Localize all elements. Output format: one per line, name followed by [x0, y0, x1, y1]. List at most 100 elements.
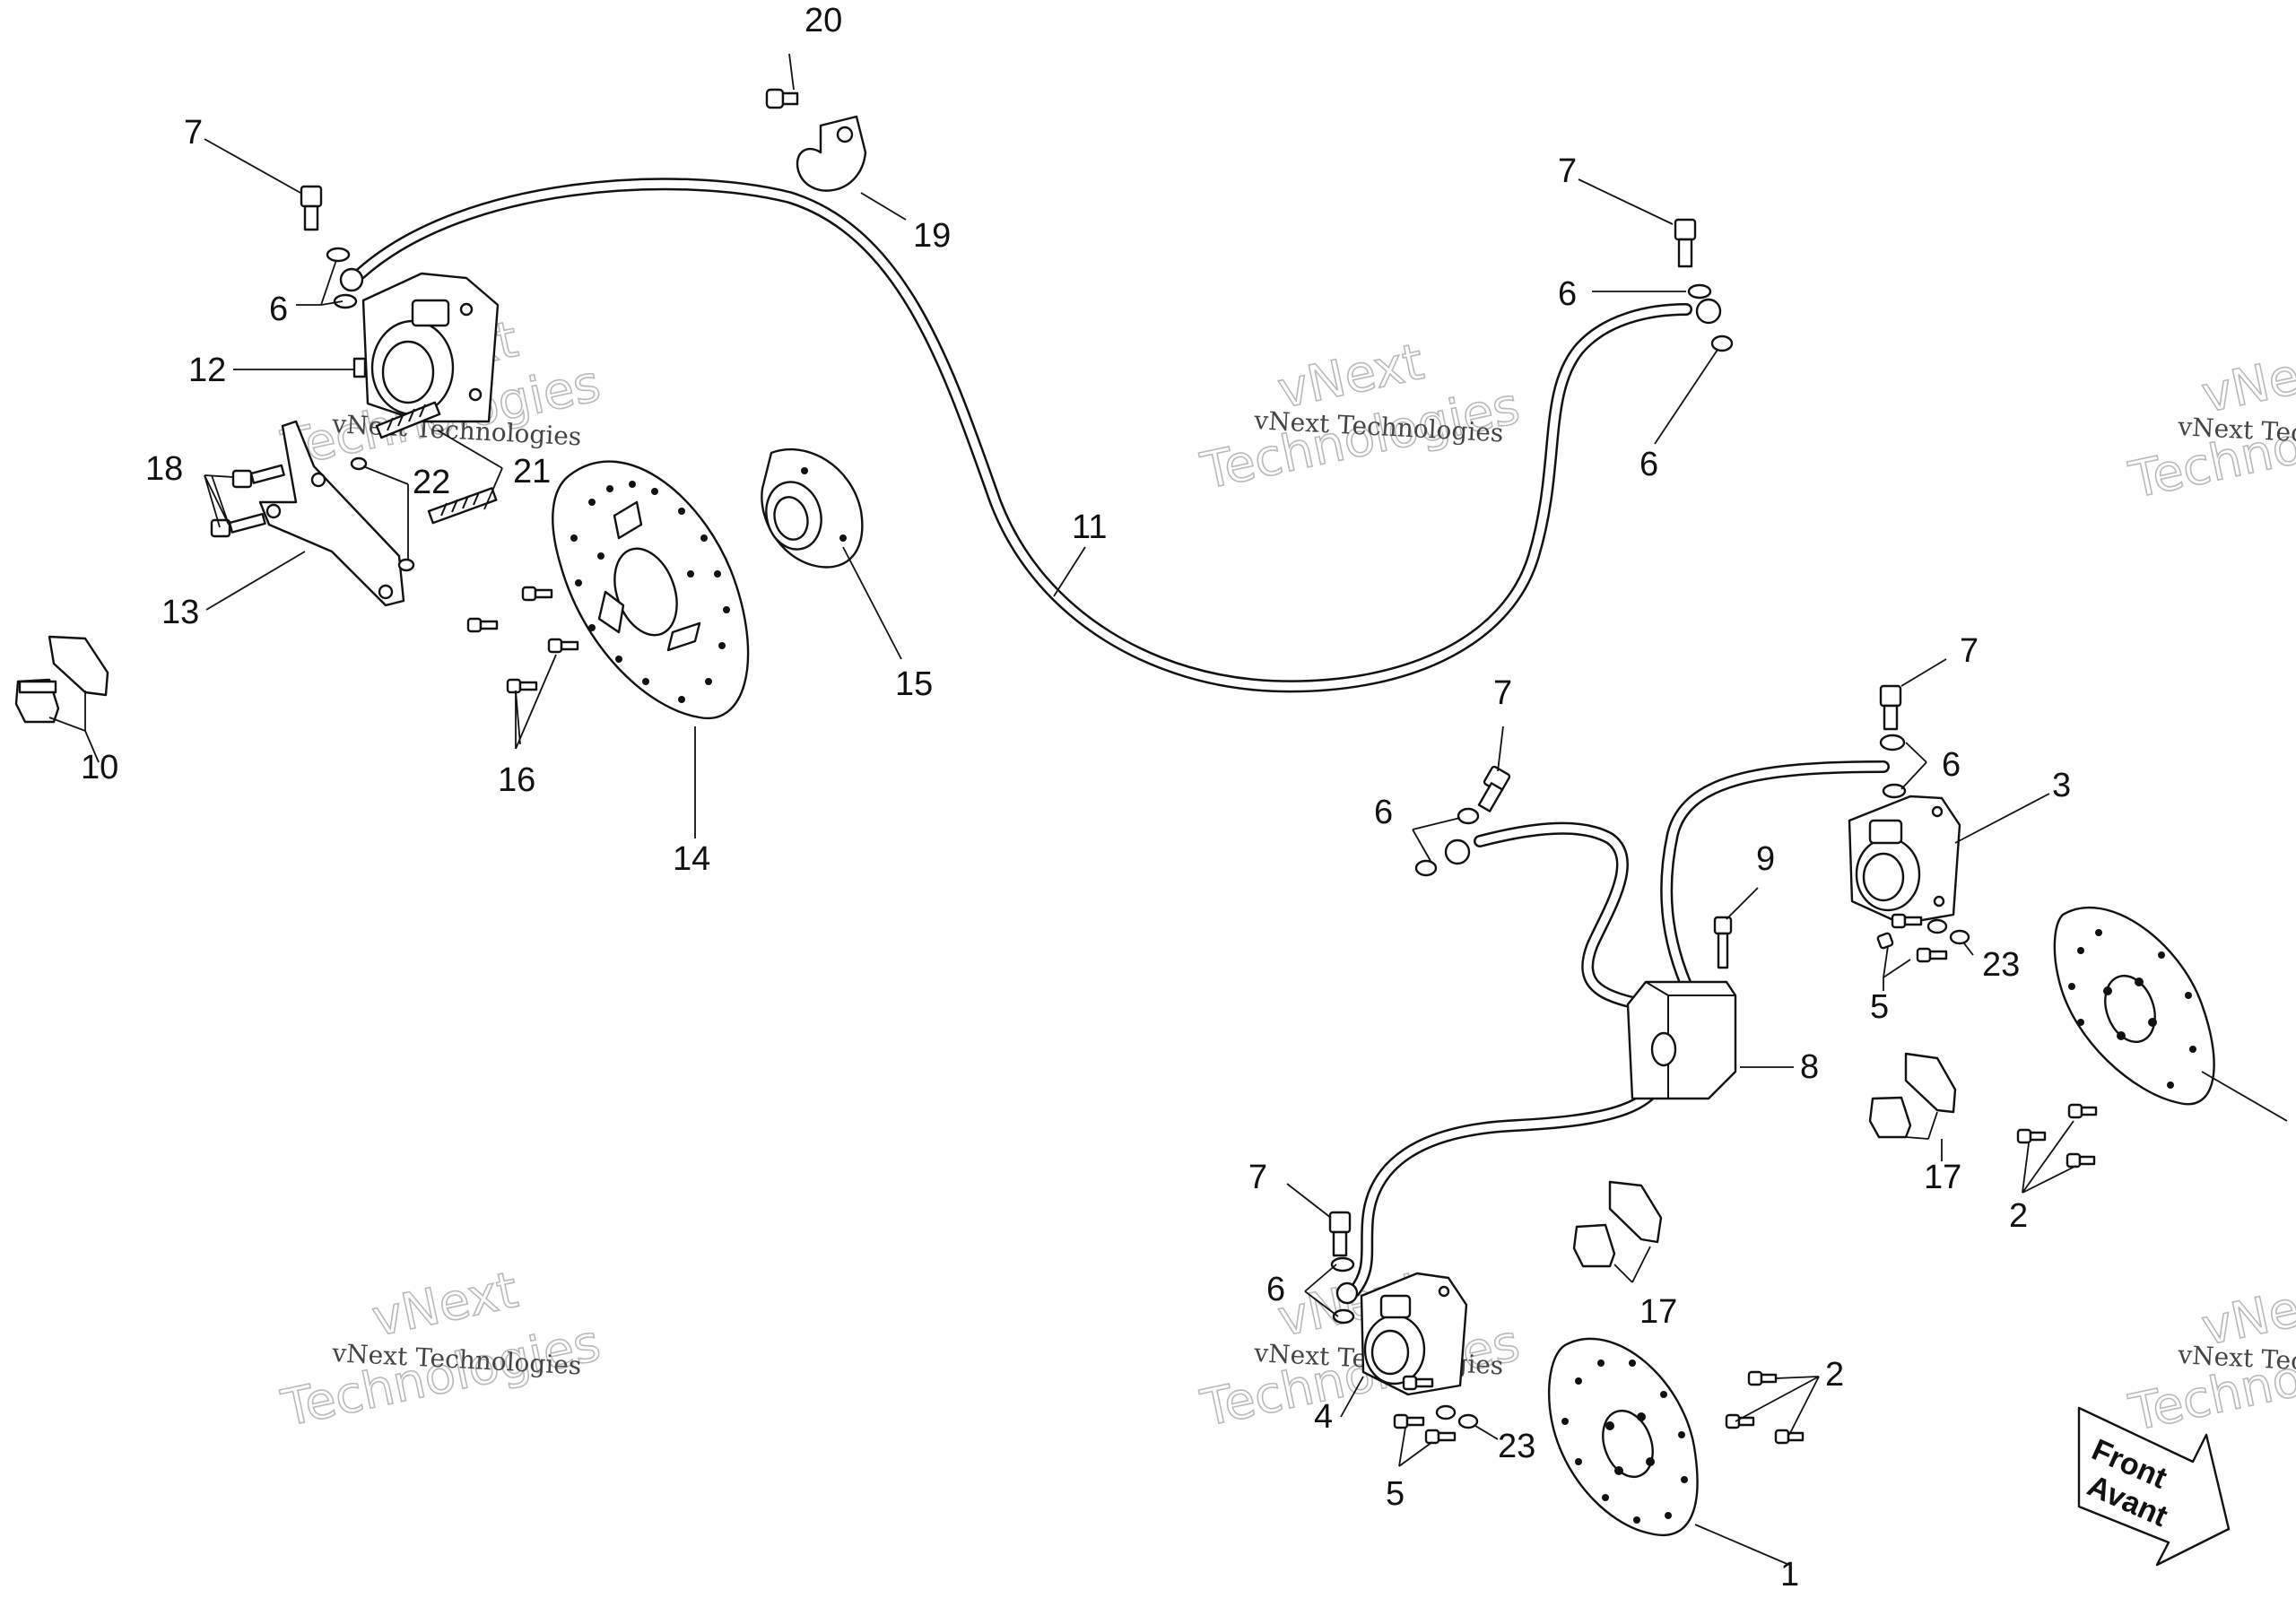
hose-clip-19: [796, 115, 867, 192]
callout-23: 23: [1982, 946, 2020, 984]
washer-6-top-right-1: [1687, 283, 1712, 300]
callout-16: 16: [498, 761, 535, 799]
banjo-bolt-7-rear: [300, 185, 323, 231]
brake-pads-17-lower: [1572, 1180, 1663, 1268]
disc-bolts-16: [466, 586, 579, 694]
washer-6-top-right-2: [1710, 334, 1734, 352]
brake-pads-10: [14, 635, 109, 724]
disc-14-holes: [570, 481, 730, 703]
callout-17: 17: [1639, 1293, 1677, 1331]
washer-22-lower: [397, 558, 415, 572]
callout-9: 9: [1756, 840, 1775, 878]
washer-6-front-left-2: [1414, 859, 1438, 877]
washer-6-right-top: [1879, 734, 1906, 751]
callout-2: 2: [2009, 1197, 2028, 1235]
slide-pin-21-upper: [375, 401, 441, 439]
banjo-bolt-7-lower: [1328, 1211, 1352, 1257]
callout-23: 23: [1498, 1428, 1535, 1465]
screw-20: [765, 88, 799, 109]
callout-5: 5: [1386, 1475, 1405, 1513]
washer-6-rear-top: [326, 247, 351, 263]
rear-assembly: [14, 88, 867, 724]
watermark-top-right: vNext Technologies vNext Technologies: [2124, 336, 2296, 510]
washer-6-lower-2: [1332, 1308, 1355, 1325]
washer-23-right-2: [1949, 929, 1970, 945]
hose-banjo-right: [1695, 298, 1722, 325]
watermark-bottom-right: vNext Technologies vNext Technologies: [2124, 1269, 2296, 1443]
callout-6: 6: [269, 291, 288, 328]
callout-11: 11: [1072, 508, 1107, 546]
disc-bolts-2-lower: [1725, 1370, 1805, 1445]
callout-22: 22: [413, 464, 450, 501]
front-hose-lower: [1348, 1061, 1670, 1298]
washer-22-upper: [350, 456, 368, 471]
brake-disc-1: [1548, 1337, 1699, 1536]
hose-banjo-rear: [339, 267, 364, 292]
hoses: [339, 178, 1890, 1305]
slide-pin-21-lower: [427, 487, 498, 525]
callout-4: 4: [1314, 1398, 1333, 1436]
callout-14: 14: [673, 840, 710, 878]
hose-banjo-front-lower: [1335, 1281, 1359, 1305]
washer-6-front-left-1: [1457, 807, 1480, 825]
callout-labels: 7 6 12 18 22 21 13 10 16 14 15 19 20 11 …: [81, 2, 2071, 1594]
front-hose-upper-right: [1660, 760, 1890, 1011]
bolt-18-upper: [231, 464, 285, 489]
disc-bolts-2-right: [2016, 1103, 2098, 1168]
caliper-12-rear: [352, 272, 500, 423]
washer-6-lower-1: [1330, 1256, 1355, 1273]
banjo-bolt-7-right: [1879, 684, 1902, 731]
callout-15: 15: [895, 665, 933, 703]
callout-21: 21: [513, 453, 551, 491]
caliper-4-front: [1360, 1272, 1468, 1396]
hose-banjo-front-left: [1444, 838, 1471, 865]
callout-7: 7: [1960, 632, 1979, 670]
bolts-5-right: [1876, 913, 1948, 963]
junction-block-8: [1626, 980, 1737, 1100]
front-assembly: [1328, 684, 2215, 1536]
banjo-bolt-7-top-right: [1674, 218, 1697, 268]
callout-19: 19: [913, 217, 951, 255]
brake-disc-14: [552, 460, 750, 720]
brake-disc-right: [2053, 906, 2215, 1106]
leader-lines: [48, 53, 2288, 1566]
callout-8: 8: [1800, 1048, 1819, 1086]
washer-23-lower-1: [1435, 1404, 1457, 1420]
hub-15: [761, 447, 864, 569]
washer-6-rear-bottom: [333, 293, 358, 309]
bolt-18-lower: [210, 512, 266, 538]
washer-6-right-bottom: [1882, 783, 1907, 799]
banjo-bolt-7-front-left: [1477, 765, 1511, 812]
long-brake-hose: [354, 178, 1692, 693]
callout-7: 7: [184, 114, 203, 152]
watermark-bottom-left: vNext Technologies vNext Technologies: [276, 1260, 606, 1438]
brake-pads-17-right: [1868, 1052, 1957, 1139]
callout-7: 7: [1248, 1159, 1267, 1196]
callout-17: 17: [1924, 1159, 1961, 1196]
svg-text:vNext: vNext: [2196, 337, 2296, 425]
callout-5: 5: [1870, 988, 1889, 1026]
washer-23-right-1: [1926, 918, 1948, 934]
caliper-3-right: [1848, 795, 1961, 925]
callout-2: 2: [1825, 1356, 1844, 1394]
callout-6: 6: [1639, 446, 1658, 483]
bolts-5-lower: [1393, 1375, 1457, 1445]
callout-3: 3: [2052, 767, 2071, 804]
callout-6: 6: [1266, 1271, 1285, 1308]
callout-10: 10: [81, 749, 118, 786]
callout-6: 6: [1558, 275, 1577, 313]
bolt-9: [1713, 916, 1733, 969]
caliper-bracket-13: [258, 420, 405, 607]
callout-6: 6: [1374, 794, 1393, 831]
callout-18: 18: [145, 450, 183, 488]
callout-13: 13: [161, 594, 199, 631]
front-hose-upper-left: [1474, 821, 1648, 1011]
washer-23-lower-2: [1457, 1413, 1479, 1429]
watermark-top-center: vNext Technologies vNext Technologies: [1196, 332, 1526, 501]
callout-7: 7: [1493, 674, 1512, 712]
callout-6: 6: [1942, 746, 1961, 784]
long-hose-right-fittings: [1674, 218, 1734, 352]
callout-20: 20: [804, 2, 842, 39]
callout-1: 1: [1780, 1556, 1799, 1594]
